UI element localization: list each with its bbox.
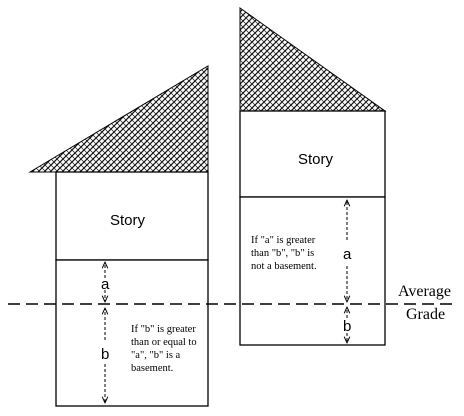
right-story-label: Story — [298, 151, 334, 168]
left-dim-a-label: a — [101, 276, 110, 293]
grade-label-line2: Grade — [406, 306, 445, 323]
left-note-line: basement. — [131, 363, 173, 374]
left-note-line: If "b" is greater — [131, 324, 196, 335]
right-dim-a-label: a — [343, 246, 352, 263]
right-roof — [239, 7, 387, 112]
left-basement-box — [55, 259, 209, 407]
left-dim-b-label: b — [101, 346, 109, 363]
left-note-line: "a", "b" is a — [131, 350, 181, 361]
left-note-line: than or equal to — [131, 337, 197, 348]
left-note: If "b" is greater than or equal to "a", … — [131, 324, 199, 374]
left-roof — [28, 65, 209, 173]
right-dim-b-label: b — [343, 318, 351, 335]
grade-label-line1: Average — [398, 283, 451, 300]
right-note-line: not a basement. — [251, 261, 317, 272]
right-note-line: If "a" is greater — [251, 235, 316, 246]
left-building: Story a b If "b" is greater than or equa… — [28, 65, 209, 407]
left-story-box — [55, 171, 209, 261]
left-story-label: Story — [110, 212, 146, 229]
right-building: Story a b If "a" is greater than "b", "b… — [239, 7, 387, 346]
right-lower-box — [239, 196, 386, 346]
right-note-line: than "b", "b" is — [251, 248, 314, 259]
right-note: If "a" is greater than "b", "b" is not a… — [251, 235, 318, 272]
